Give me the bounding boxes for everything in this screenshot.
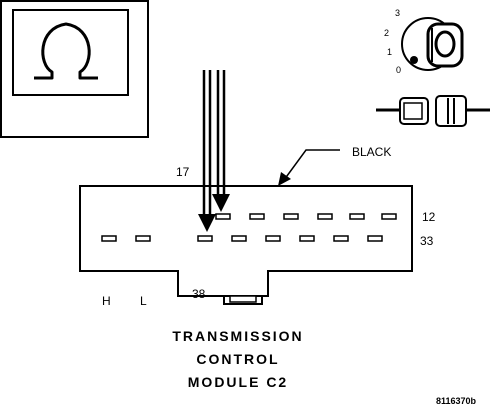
- pin-cavity: [231, 235, 247, 242]
- pin-cavity: [101, 235, 117, 242]
- pin-cavity: [135, 235, 151, 242]
- ignition-position-0: 0: [396, 65, 401, 75]
- title-line-1: TRANSMISSION: [172, 328, 303, 344]
- pin-label-38: 38: [192, 287, 206, 301]
- ignition-position-1: 1: [387, 47, 392, 57]
- pin-cavity: [197, 235, 213, 242]
- pin-row-middle: [101, 235, 383, 242]
- pin-cavity: [349, 213, 365, 220]
- connector-color-label: BLACK: [352, 145, 391, 159]
- pin-cavity: [215, 213, 231, 220]
- pin-cavity: [333, 235, 349, 242]
- connector-lock-tab: [223, 296, 263, 305]
- color-callout: BLACK: [278, 145, 391, 186]
- ohmmeter-symbol: [0, 0, 149, 138]
- key-label-l: L: [140, 294, 147, 308]
- probe-arrowhead: [198, 214, 216, 232]
- title-line-2: CONTROL: [196, 351, 279, 367]
- key-label-h: H: [102, 294, 111, 308]
- ignition-position-3: 3: [395, 8, 400, 18]
- pin-cavity: [299, 235, 315, 242]
- probe-arrowhead: [212, 194, 230, 212]
- ignition-position-2: 2: [384, 28, 389, 38]
- meter-probe-leads: [198, 70, 230, 232]
- figure-id: 8116370b: [436, 396, 477, 406]
- pin-cavity: [317, 213, 333, 220]
- disconnected-connector-icon: [376, 95, 490, 127]
- pin-label-12: 12: [422, 210, 436, 224]
- diagram-title: TRANSMISSION CONTROL MODULE C2: [172, 328, 303, 390]
- pin-label-33: 33: [420, 234, 434, 248]
- pin-cavity: [265, 235, 281, 242]
- title-line-3: MODULE C2: [188, 374, 288, 390]
- pin-row-top: [215, 213, 397, 220]
- pin-cavity: [381, 213, 397, 220]
- pin-cavity: [249, 213, 265, 220]
- pin-cavity: [367, 235, 383, 242]
- ignition-key-icon: 3 2 1 0: [384, 8, 464, 75]
- pin-label-17: 17: [176, 165, 190, 179]
- pin-cavity: [283, 213, 299, 220]
- omega-icon: [34, 22, 98, 80]
